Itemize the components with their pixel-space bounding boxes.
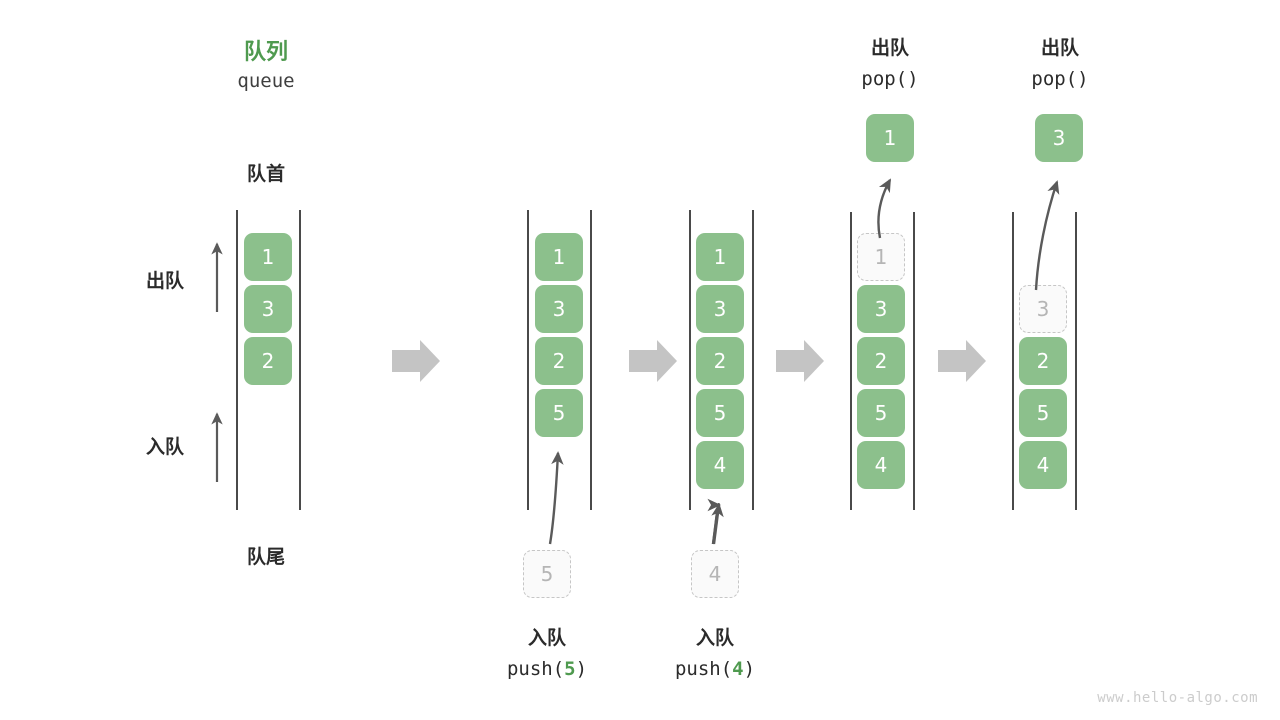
queue-rail-left-col1 [236, 210, 238, 510]
removed-head-cell: 1 [857, 233, 905, 281]
queue-cell: 2 [1019, 337, 1067, 385]
queue-cell: 1 [244, 233, 292, 281]
op-code-suffix: ) [907, 68, 919, 90]
queue-rail-right-col3 [752, 210, 754, 510]
queue-cell: 3 [535, 285, 583, 333]
queue-cell: 3 [244, 285, 292, 333]
queue-cell: 5 [857, 389, 905, 437]
queue-rail-right-col5 [1075, 212, 1077, 510]
op-code-prefix: pop( [1031, 68, 1078, 90]
queue-cell-new: 4 [696, 441, 744, 489]
queue-cell: 4 [857, 441, 905, 489]
queue-rail-left-col5 [1012, 212, 1014, 510]
step-arrow-4 [938, 340, 986, 382]
queue-cell: 2 [857, 337, 905, 385]
enqueue-side-label: 入队 [146, 436, 185, 458]
op-label-code-push5: push(5) [487, 658, 607, 680]
queue-cell: 1 [535, 233, 583, 281]
popped-cell: 1 [866, 114, 914, 162]
op-code-prefix: pop( [861, 68, 908, 90]
removed-head-cell: 3 [1019, 285, 1067, 333]
pending-push-cell: 5 [523, 550, 571, 598]
popped-cell: 3 [1035, 114, 1083, 162]
op-code-suffix: ) [1077, 68, 1089, 90]
op-code-suffix: ) [575, 658, 588, 680]
queue-cell: 2 [244, 337, 292, 385]
queue-cell: 2 [696, 337, 744, 385]
step-arrow-2 [629, 340, 677, 382]
queue-cell: 4 [1019, 441, 1067, 489]
dequeue-side-label: 出队 [146, 270, 185, 292]
op-code-arg: 5 [564, 658, 576, 680]
op-label-cn-push5: 入队 [527, 627, 566, 649]
queue-cell: 3 [857, 285, 905, 333]
op-code-prefix: push( [674, 658, 733, 680]
push-arrow-4 [710, 492, 724, 545]
diagram-title-en: queue [237, 70, 295, 92]
queue-cell: 3 [696, 285, 744, 333]
diagram-title-cn: 队列 [243, 40, 288, 65]
op-label-cn-push4: 入队 [695, 627, 734, 649]
site-watermark: www.hello-algo.com [1097, 690, 1258, 706]
op-label-cn-pop3: 出队 [1040, 37, 1079, 59]
pending-push-cell: 4 [691, 550, 739, 598]
queue-cell: 2 [535, 337, 583, 385]
queue-tail-label: 队尾 [246, 546, 285, 568]
op-label-code-pop1: pop() [840, 68, 940, 90]
pop-arrow-1 [877, 178, 892, 239]
queue-head-label: 队首 [246, 163, 285, 185]
queue-rail-right-col2 [590, 210, 592, 510]
op-code-suffix: ) [743, 658, 756, 680]
queue-cell: 5 [1019, 389, 1067, 437]
push-arrow-5 [548, 451, 564, 545]
queue-cell: 1 [696, 233, 744, 281]
queue-rail-left-col2 [527, 210, 529, 510]
pop-arrow-3 [1034, 180, 1060, 291]
op-code-prefix: push( [506, 658, 565, 680]
queue-cell-new: 5 [535, 389, 583, 437]
queue-rail-left-col4 [850, 212, 852, 510]
queue-rail-right-col1 [299, 210, 301, 510]
op-label-code-push4: push(4) [655, 658, 775, 680]
op-label-code-pop3: pop() [1010, 68, 1110, 90]
op-label-cn-pop1: 出队 [870, 37, 909, 59]
step-arrow-3 [776, 340, 824, 382]
queue-rail-left-col3 [689, 210, 691, 510]
op-code-arg: 4 [732, 658, 744, 680]
queue-rail-right-col4 [913, 212, 915, 510]
queue-cell: 5 [696, 389, 744, 437]
step-arrow-1 [392, 340, 440, 382]
